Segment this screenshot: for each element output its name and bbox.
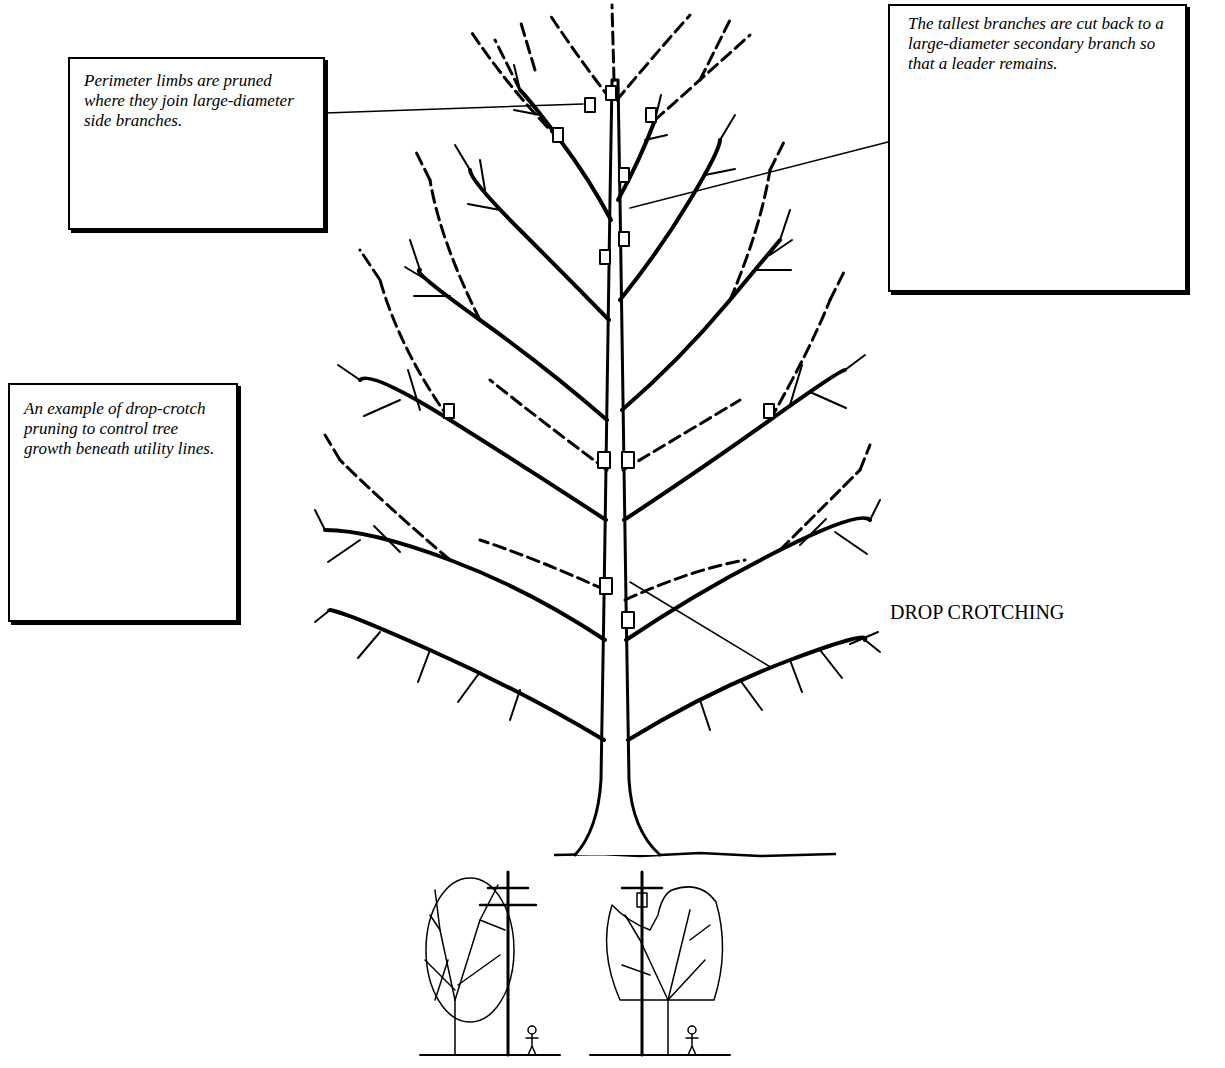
callout-text: The tallest branches are cut back to a l…: [908, 14, 1173, 74]
callout-text: An example of drop-crotch pruning to con…: [24, 399, 226, 459]
callout-box: An example of drop-crotch pruning to con…: [8, 383, 238, 622]
callout-box: The tallest branches are cut back to a l…: [888, 4, 1187, 292]
callout-text: Perimeter limbs are pruned where they jo…: [84, 71, 313, 131]
figure-label: DROP CROTCHING: [890, 600, 1064, 624]
callout-box: Perimeter limbs are pruned where they jo…: [68, 57, 325, 230]
